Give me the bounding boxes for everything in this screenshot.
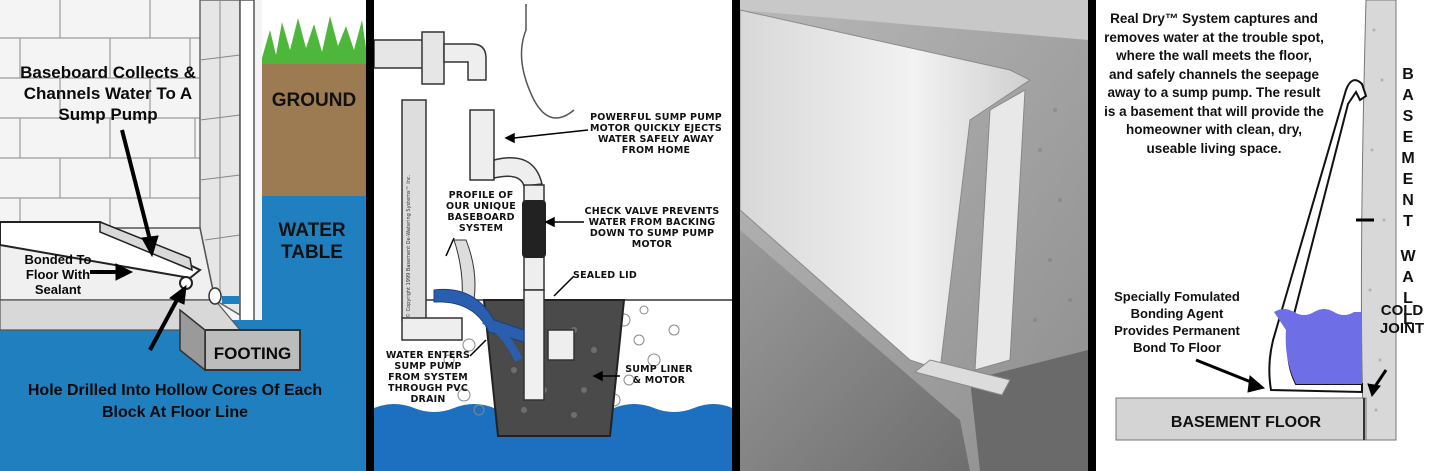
wall-letter: L <box>1403 290 1413 307</box>
system-description: Real Dry™ System captures and removes wa… <box>1104 11 1324 156</box>
wall-letter: N <box>1402 192 1414 209</box>
wall-letter: A <box>1402 269 1414 286</box>
wall-letter: M <box>1401 150 1415 167</box>
cold-joint-label: COLD JOINT <box>1379 302 1425 337</box>
water-enters-label: WATER ENTERS SUMP PUMP FROM SYSTEM THROU… <box>385 350 471 405</box>
baseboard-collects-label: Baseboard Collects & Channels Water To A… <box>20 63 196 124</box>
callout-arrows <box>90 129 187 351</box>
wall-letter: E <box>1402 171 1414 188</box>
wall-letter: S <box>1402 108 1414 125</box>
wall-letter: B <box>1402 66 1414 83</box>
check-valve-label: CHECK VALVE PREVENTS WATER FROM BACKING … <box>584 206 720 250</box>
sump-motor-label: POWERFUL SUMP PUMP MOTOR QUICKLY EJECTS … <box>590 112 722 156</box>
wall-cutaway-illustration <box>0 0 366 471</box>
bonded-to-floor-label: Bonded To Floor With Sealant <box>24 252 92 297</box>
baseboard-profile-label: PROFILE OF OUR UNIQUE BASEBOARD SYSTEM <box>446 190 516 234</box>
footing-label: FOOTING <box>213 344 292 363</box>
sump-callout-arrows <box>445 129 620 382</box>
wall-letter: T <box>1403 213 1413 230</box>
bonding-agent-label: Specially Fomulated Bonding Agent Provid… <box>1114 289 1240 355</box>
sealed-lid-label: SEALED LID <box>573 270 637 281</box>
sump-pump-illustration <box>374 0 732 471</box>
water-table-label: WATER TABLE <box>278 220 346 263</box>
cross-section-arrows <box>1195 218 1388 398</box>
basement-wall-cutaway-panel: Baseboard Collects & Channels Water To A… <box>0 0 366 471</box>
cross-section-panel: Real Dry™ System captures and removes wa… <box>1096 0 1440 471</box>
basement-floor-label: BASEMENT FLOOR <box>1170 414 1322 431</box>
hole-drilled-label: Hole Drilled Into Hollow Cores Of Each B… <box>27 382 323 421</box>
block-wall <box>0 0 210 228</box>
sump-pump-diagram-panel: POWERFUL SUMP PUMP MOTOR QUICKLY EJECTS … <box>374 0 732 471</box>
sump-liner-label: SUMP LINER & MOTOR <box>625 364 693 386</box>
basement-wall-vertical-label: B A S E M E N T W A L L <box>1396 64 1420 330</box>
copyright-note: © Copyright 1999 Basement De-Watering Sy… <box>406 174 412 318</box>
wall-letter: A <box>1402 87 1414 104</box>
wall-letter: W <box>1400 248 1416 265</box>
cross-section-illustration <box>1096 0 1440 471</box>
wall-letter: E <box>1402 129 1414 146</box>
baseboard-photo-panel <box>740 0 1088 471</box>
ground-label: GROUND <box>271 90 357 111</box>
wall-letter: L <box>1403 311 1413 328</box>
baseboard-photo <box>740 0 1088 471</box>
